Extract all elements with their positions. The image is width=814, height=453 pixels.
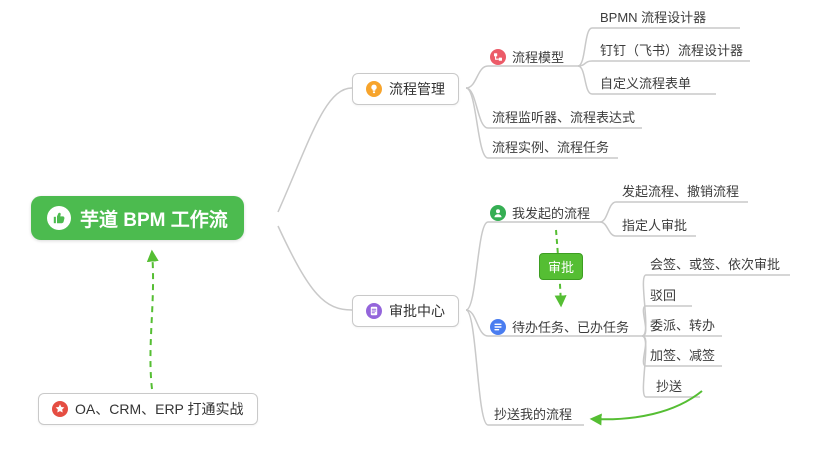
person-icon	[490, 204, 506, 221]
node-initiate-cancel-process[interactable]: 发起流程、撤销流程	[622, 184, 740, 199]
node-cc[interactable]: 抄送	[656, 379, 683, 394]
lightbulb-icon	[366, 81, 382, 97]
node-reject[interactable]: 驳回	[650, 288, 677, 303]
node-add-reduce-sign[interactable]: 加签、减签	[650, 348, 716, 363]
arrow-oa-to-root	[146, 249, 159, 390]
node-label: 流程模型	[512, 50, 565, 65]
node-process-listener-expression[interactable]: 流程监听器、流程表达式	[492, 110, 636, 125]
node-todo-done-tasks[interactable]: 待办任务、已办任务	[490, 317, 629, 336]
node-cc-my-process[interactable]: 抄送我的流程	[494, 407, 573, 422]
document-icon	[366, 303, 382, 319]
node-delegate-transfer[interactable]: 委派、转办	[650, 318, 716, 333]
node-designated-approver[interactable]: 指定人审批	[622, 218, 688, 233]
node-label: OA、CRM、ERP 打通实战	[75, 401, 244, 417]
node-process-model[interactable]: 流程模型	[490, 47, 564, 66]
node-label: 待办任务、已办任务	[512, 320, 630, 335]
node-countersign-or-sequential[interactable]: 会签、或签、依次审批	[650, 257, 781, 272]
thumbs-up-icon	[47, 206, 71, 230]
node-my-initiated-process[interactable]: 我发起的流程	[490, 203, 590, 222]
task-list-icon	[490, 318, 506, 335]
node-dingtalk-feishu-designer[interactable]: 钉钉（飞书）流程设计器	[600, 43, 744, 58]
node-custom-process-form[interactable]: 自定义流程表单	[600, 76, 692, 91]
flow-model-icon	[490, 48, 506, 65]
node-label: 我发起的流程	[512, 206, 591, 221]
star-icon	[52, 401, 68, 417]
node-approval-center[interactable]: 审批中心	[352, 295, 459, 327]
node-bpmn-designer[interactable]: BPMN 流程设计器	[600, 10, 707, 25]
arrow-cc-to-cc-my	[589, 390, 703, 426]
node-process-instance-task[interactable]: 流程实例、流程任务	[492, 140, 610, 155]
node-process-management[interactable]: 流程管理	[352, 73, 459, 105]
relationship-label-approval[interactable]: 审批	[539, 253, 584, 280]
node-label: 流程管理	[389, 81, 445, 97]
node-label: 芋道 BPM 工作流	[80, 209, 228, 231]
node-label: 审批中心	[389, 303, 445, 319]
node-root[interactable]: 芋道 BPM 工作流	[31, 196, 244, 240]
node-oa-crm-erp[interactable]: OA、CRM、ERP 打通实战	[38, 393, 258, 425]
